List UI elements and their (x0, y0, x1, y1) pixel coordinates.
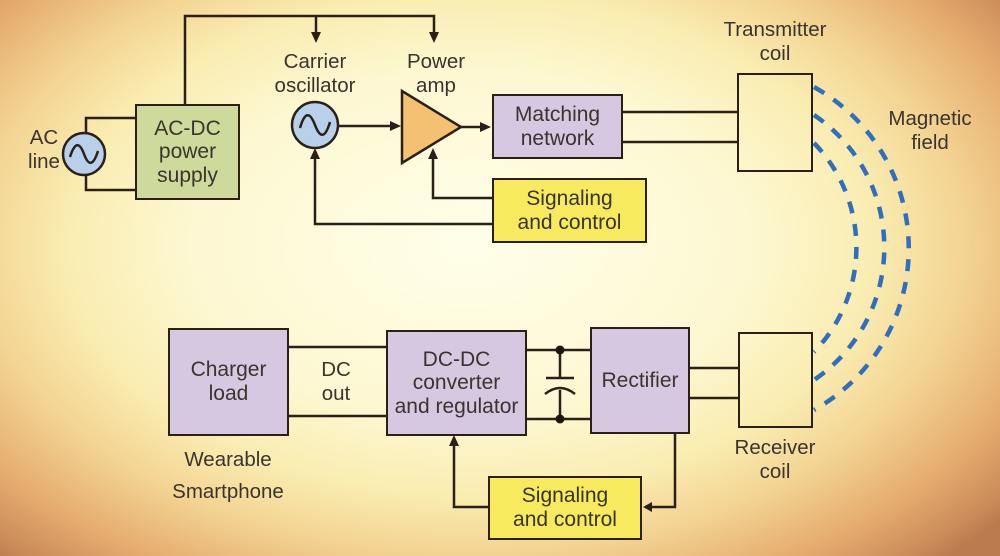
wearable-smartphone-label: Wearable Smartphone (172, 448, 284, 504)
junction-dot (555, 414, 565, 424)
dc-out-label: DC out (321, 358, 351, 405)
arrowhead-up-icon (310, 148, 320, 159)
carrier-oscillator-label: Carrier oscillator (274, 50, 356, 97)
wire-ac-top (84, 116, 135, 134)
oscillator-icon (290, 100, 340, 150)
matching-network-box: Matching network (492, 94, 623, 159)
arrowhead-up-icon (428, 148, 438, 159)
receiver-coil-box (738, 332, 813, 428)
ac-line-label: AC line (28, 126, 60, 173)
magnetic-field-arcs (812, 85, 911, 412)
wire-ac-bottom (84, 174, 135, 192)
power-supply-box: AC-DC power supply (135, 104, 240, 200)
transmitter-coil-label: Transmitter coil (723, 18, 827, 65)
signaling-control-bottom-box: Signaling and control (488, 476, 642, 540)
arrowhead-down-icon (311, 32, 321, 43)
charger-load-box: Charger load (168, 328, 289, 436)
wire-signaling-to-amp (431, 159, 492, 200)
arrowheads (310, 32, 652, 512)
ac-source-icon (61, 131, 107, 177)
wire-signaling-to-osc (313, 158, 492, 226)
arrowhead-up-icon (449, 435, 459, 446)
magnetic-field-label: Magnetic field (888, 107, 972, 154)
power-amp-label: Power amp (406, 50, 466, 97)
arrowhead-right-icon (390, 121, 401, 131)
receiver-coil-label: Receiver coil (734, 436, 816, 483)
junction-dot (555, 345, 565, 355)
transmitter-coil-box (737, 73, 813, 172)
field-arc-inner (812, 141, 859, 354)
amplifier-triangle-icon (400, 88, 464, 166)
arrowhead-right-icon (480, 122, 491, 132)
wire-power-rail (183, 14, 436, 104)
arrowhead-left-icon (643, 502, 652, 512)
wire-signaling-to-dcdc (452, 446, 488, 509)
rectifier-box: Rectifier (590, 327, 690, 434)
signaling-control-top-box: Signaling and control (492, 178, 647, 243)
dc-dc-converter-box: DC-DC converter and regulator (386, 330, 527, 436)
field-arc-outer (812, 85, 911, 412)
capacitor-icon (544, 354, 576, 415)
arrowhead-down-icon (429, 32, 439, 43)
wire-rectifier-to-signaling (652, 434, 677, 509)
